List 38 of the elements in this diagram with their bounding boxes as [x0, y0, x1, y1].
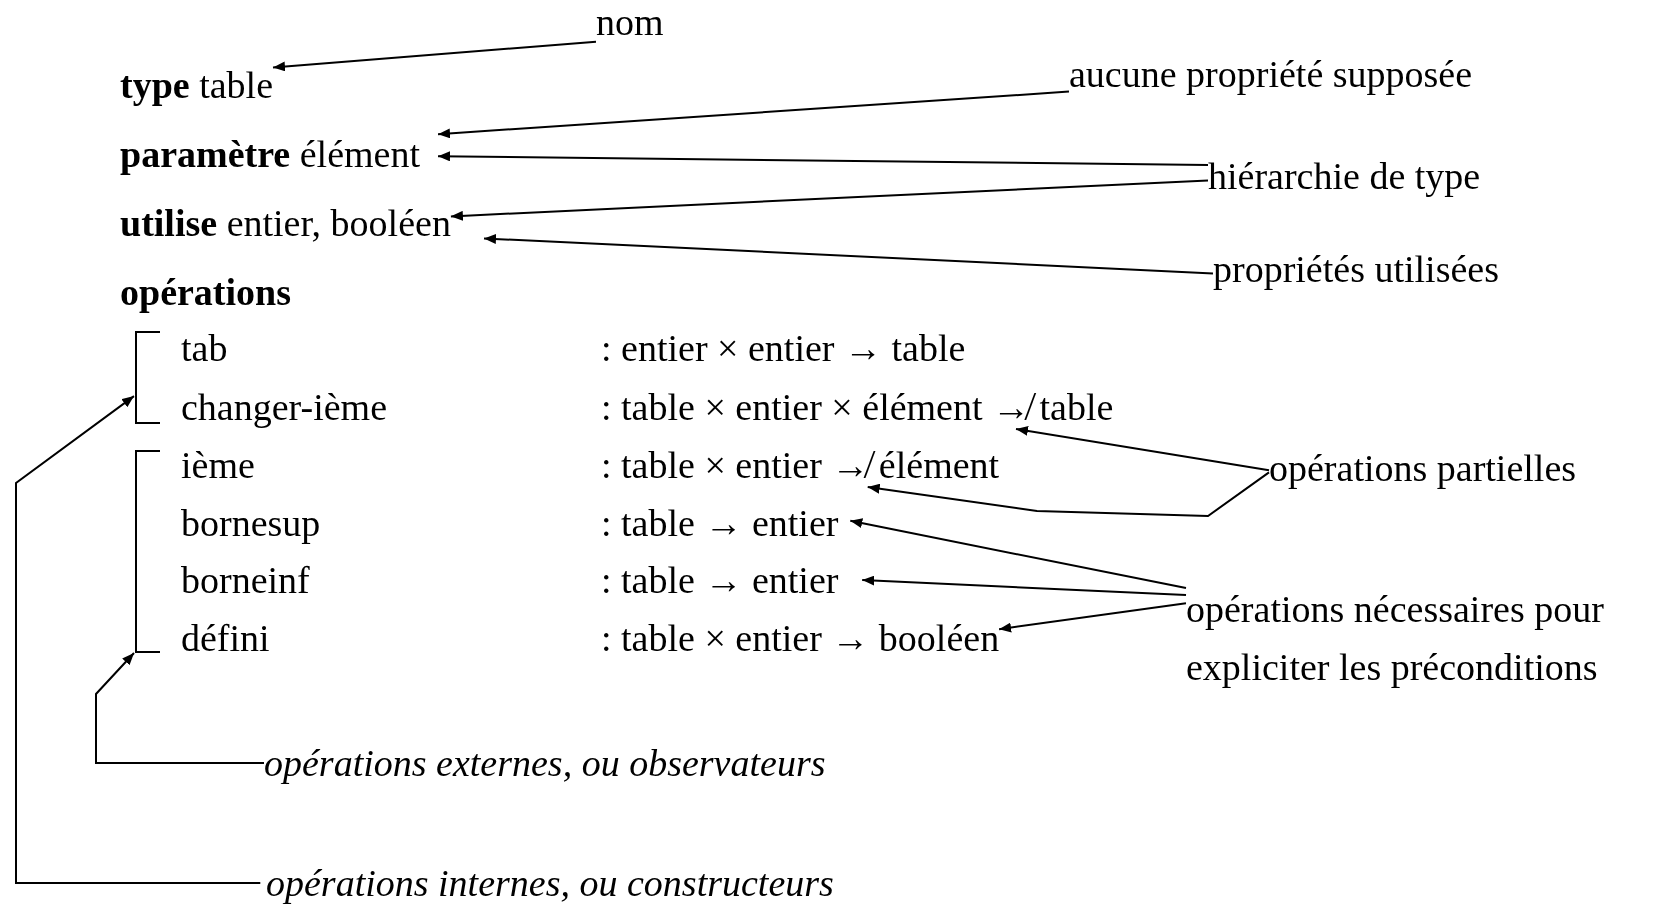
arrow: [1015, 426, 1270, 472]
annotation-text: opérations partielles: [1269, 446, 1577, 490]
arrow: [437, 90, 1070, 139]
operation-name: ième: [181, 443, 255, 487]
arrow: [272, 40, 597, 72]
signature-text: : entier × entier → table: [601, 326, 966, 370]
annotation-text: hiérarchie de type: [1208, 154, 1481, 198]
declaration-line: type table: [120, 63, 273, 107]
arrow: [998, 602, 1187, 633]
annotation-text: opérations nécessaires pour expliciter les préconditions: [1186, 580, 1616, 696]
operation-name: borneinf: [181, 558, 310, 602]
signature-text: : table → entier: [601, 501, 839, 545]
signature-text: : table → entier: [601, 558, 839, 602]
bracket-symbol: [134, 450, 162, 653]
operation-name: défini: [181, 616, 270, 660]
signature-text: : table × entier ↛ élément: [601, 443, 1000, 487]
annotation-text: opérations externes, ou observateurs: [264, 741, 826, 785]
signature-text: : table × entier × élément ↛ table: [601, 385, 1114, 429]
arrow: [849, 518, 1187, 590]
arrow: [483, 234, 1214, 275]
declaration-line: paramètre élément: [120, 132, 420, 176]
annotation-text: propriétés utilisées: [1213, 247, 1499, 291]
operation-name: changer-ième: [181, 385, 387, 429]
declaration-line: utilise entier, booléen: [120, 201, 451, 245]
operation-name: tab: [181, 326, 228, 370]
arrow: [866, 471, 1270, 517]
arrow: [95, 652, 265, 764]
annotation-text: opérations internes, ou constructeurs: [266, 861, 834, 905]
section-heading: opérations: [120, 270, 291, 314]
arrow: [861, 575, 1187, 597]
arrow: [449, 179, 1209, 221]
annotation-text: aucune propriété supposée: [1069, 52, 1473, 96]
operation-name: bornesup: [181, 501, 321, 545]
signature-text: : table × entier → booléen: [601, 616, 1000, 660]
arrow: [437, 151, 1209, 166]
arrow: [15, 395, 262, 884]
annotation-text: nom: [596, 0, 664, 44]
bracket-symbol: [134, 331, 162, 424]
